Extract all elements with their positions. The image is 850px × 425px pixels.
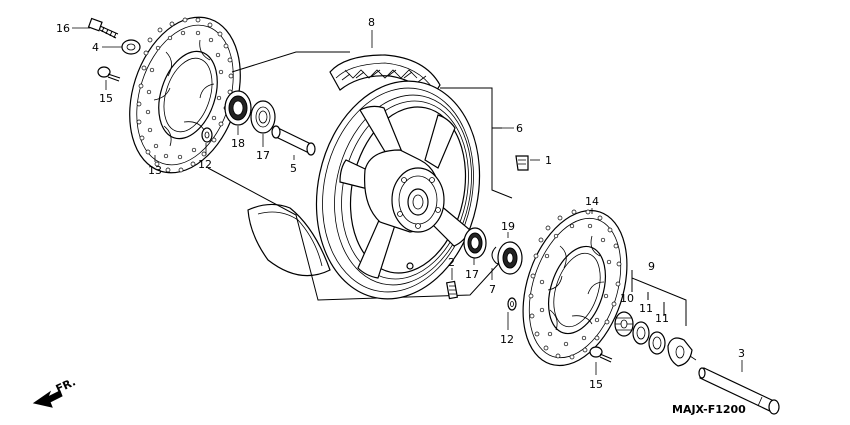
- oil-seal-11-a: [632, 321, 650, 345]
- label-17-right: 17: [465, 268, 479, 281]
- label-6: 6: [516, 122, 523, 135]
- part-labels: 16 4 15 13 12 18 17 5 8 6 1 2 17 19 7 12…: [56, 16, 745, 391]
- collar-bracket-9: [631, 270, 687, 326]
- leader-lines: [72, 27, 743, 375]
- label-4: 4: [92, 41, 99, 54]
- left-brake-disc: [129, 16, 241, 174]
- oil-seal-11-b: [648, 331, 666, 355]
- front-direction-arrow-icon: FR.: [32, 375, 78, 408]
- label-13: 13: [148, 164, 162, 177]
- label-8: 8: [368, 16, 375, 29]
- screw-15-left: [97, 66, 121, 82]
- bearing-17-left: [250, 100, 276, 134]
- cast-wheel: [315, 80, 481, 300]
- label-9: 9: [648, 260, 655, 273]
- label-3: 3: [738, 347, 745, 360]
- speedometer-gear-10: [614, 311, 634, 337]
- tire-8: [247, 54, 441, 277]
- label-15-right: 15: [589, 378, 603, 391]
- label-19: 19: [501, 220, 515, 233]
- label-7: 7: [489, 283, 496, 296]
- label-2: 2: [448, 256, 455, 269]
- drawing-code: MAJX-F1200: [672, 403, 746, 416]
- washer-12-right: [507, 297, 517, 311]
- side-collar: [667, 337, 697, 367]
- dust-seal-19: [497, 241, 523, 275]
- collar-4: [121, 39, 141, 55]
- disc-bolt-16: [87, 17, 119, 39]
- balance-weight-1: [515, 155, 529, 171]
- label-18: 18: [231, 137, 245, 150]
- washer-12-left: [201, 127, 213, 143]
- bearing-17-right: [463, 227, 487, 259]
- label-10: 10: [620, 292, 634, 305]
- label-12-right: 12: [500, 333, 514, 346]
- label-14: 14: [585, 195, 599, 208]
- label-5: 5: [290, 162, 297, 175]
- label-15-left: 15: [99, 92, 113, 105]
- label-17-left: 17: [256, 149, 270, 162]
- direction-label: FR.: [54, 375, 78, 395]
- distance-collar-5: [271, 125, 316, 156]
- bearing-18: [224, 90, 252, 126]
- right-brake-disc: [522, 209, 628, 367]
- label-16: 16: [56, 22, 70, 35]
- label-1: 1: [545, 154, 552, 167]
- front-axle-3: [698, 367, 780, 415]
- valve-stem-2: [445, 280, 459, 300]
- label-12-left: 12: [198, 158, 212, 171]
- screw-15-right: [589, 346, 613, 363]
- label-11-a: 11: [639, 302, 653, 315]
- label-11-b: 11: [655, 312, 669, 325]
